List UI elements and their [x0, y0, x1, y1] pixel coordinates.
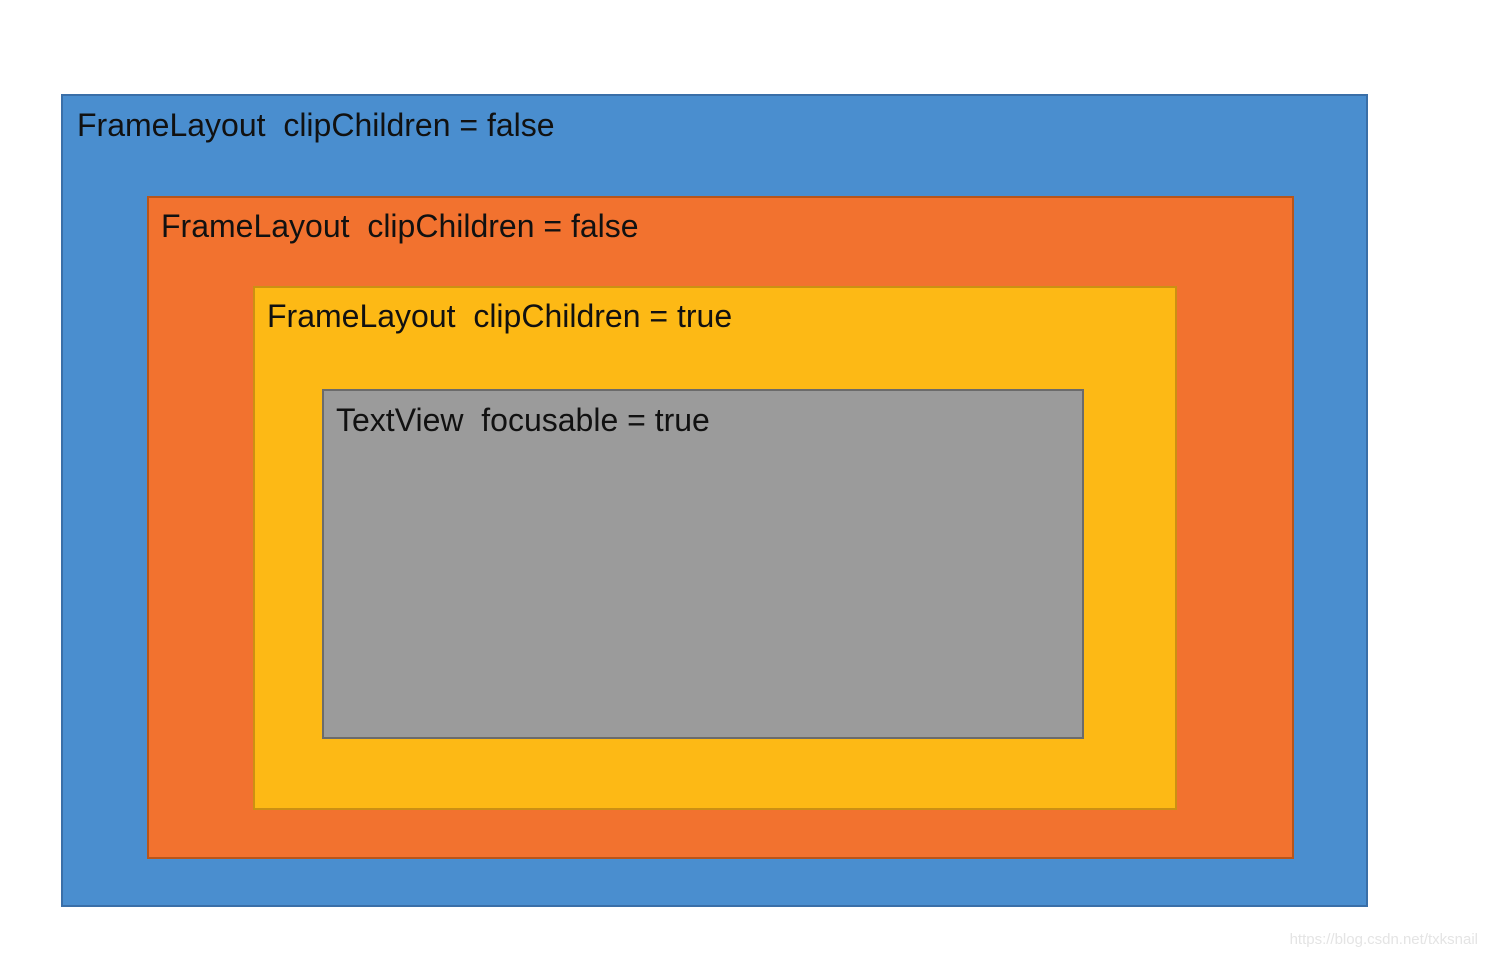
inner-framelayout-label: FrameLayout clipChildren = true — [267, 298, 733, 334]
middle-framelayout-label: FrameLayout clipChildren = false — [161, 208, 639, 244]
watermark-text: https://blog.csdn.net/txksnail — [1289, 931, 1478, 948]
textview-label: TextView focusable = true — [336, 402, 710, 438]
textview-box: TextView focusable = true — [322, 389, 1084, 739]
outer-framelayout-label: FrameLayout clipChildren = false — [77, 107, 555, 143]
